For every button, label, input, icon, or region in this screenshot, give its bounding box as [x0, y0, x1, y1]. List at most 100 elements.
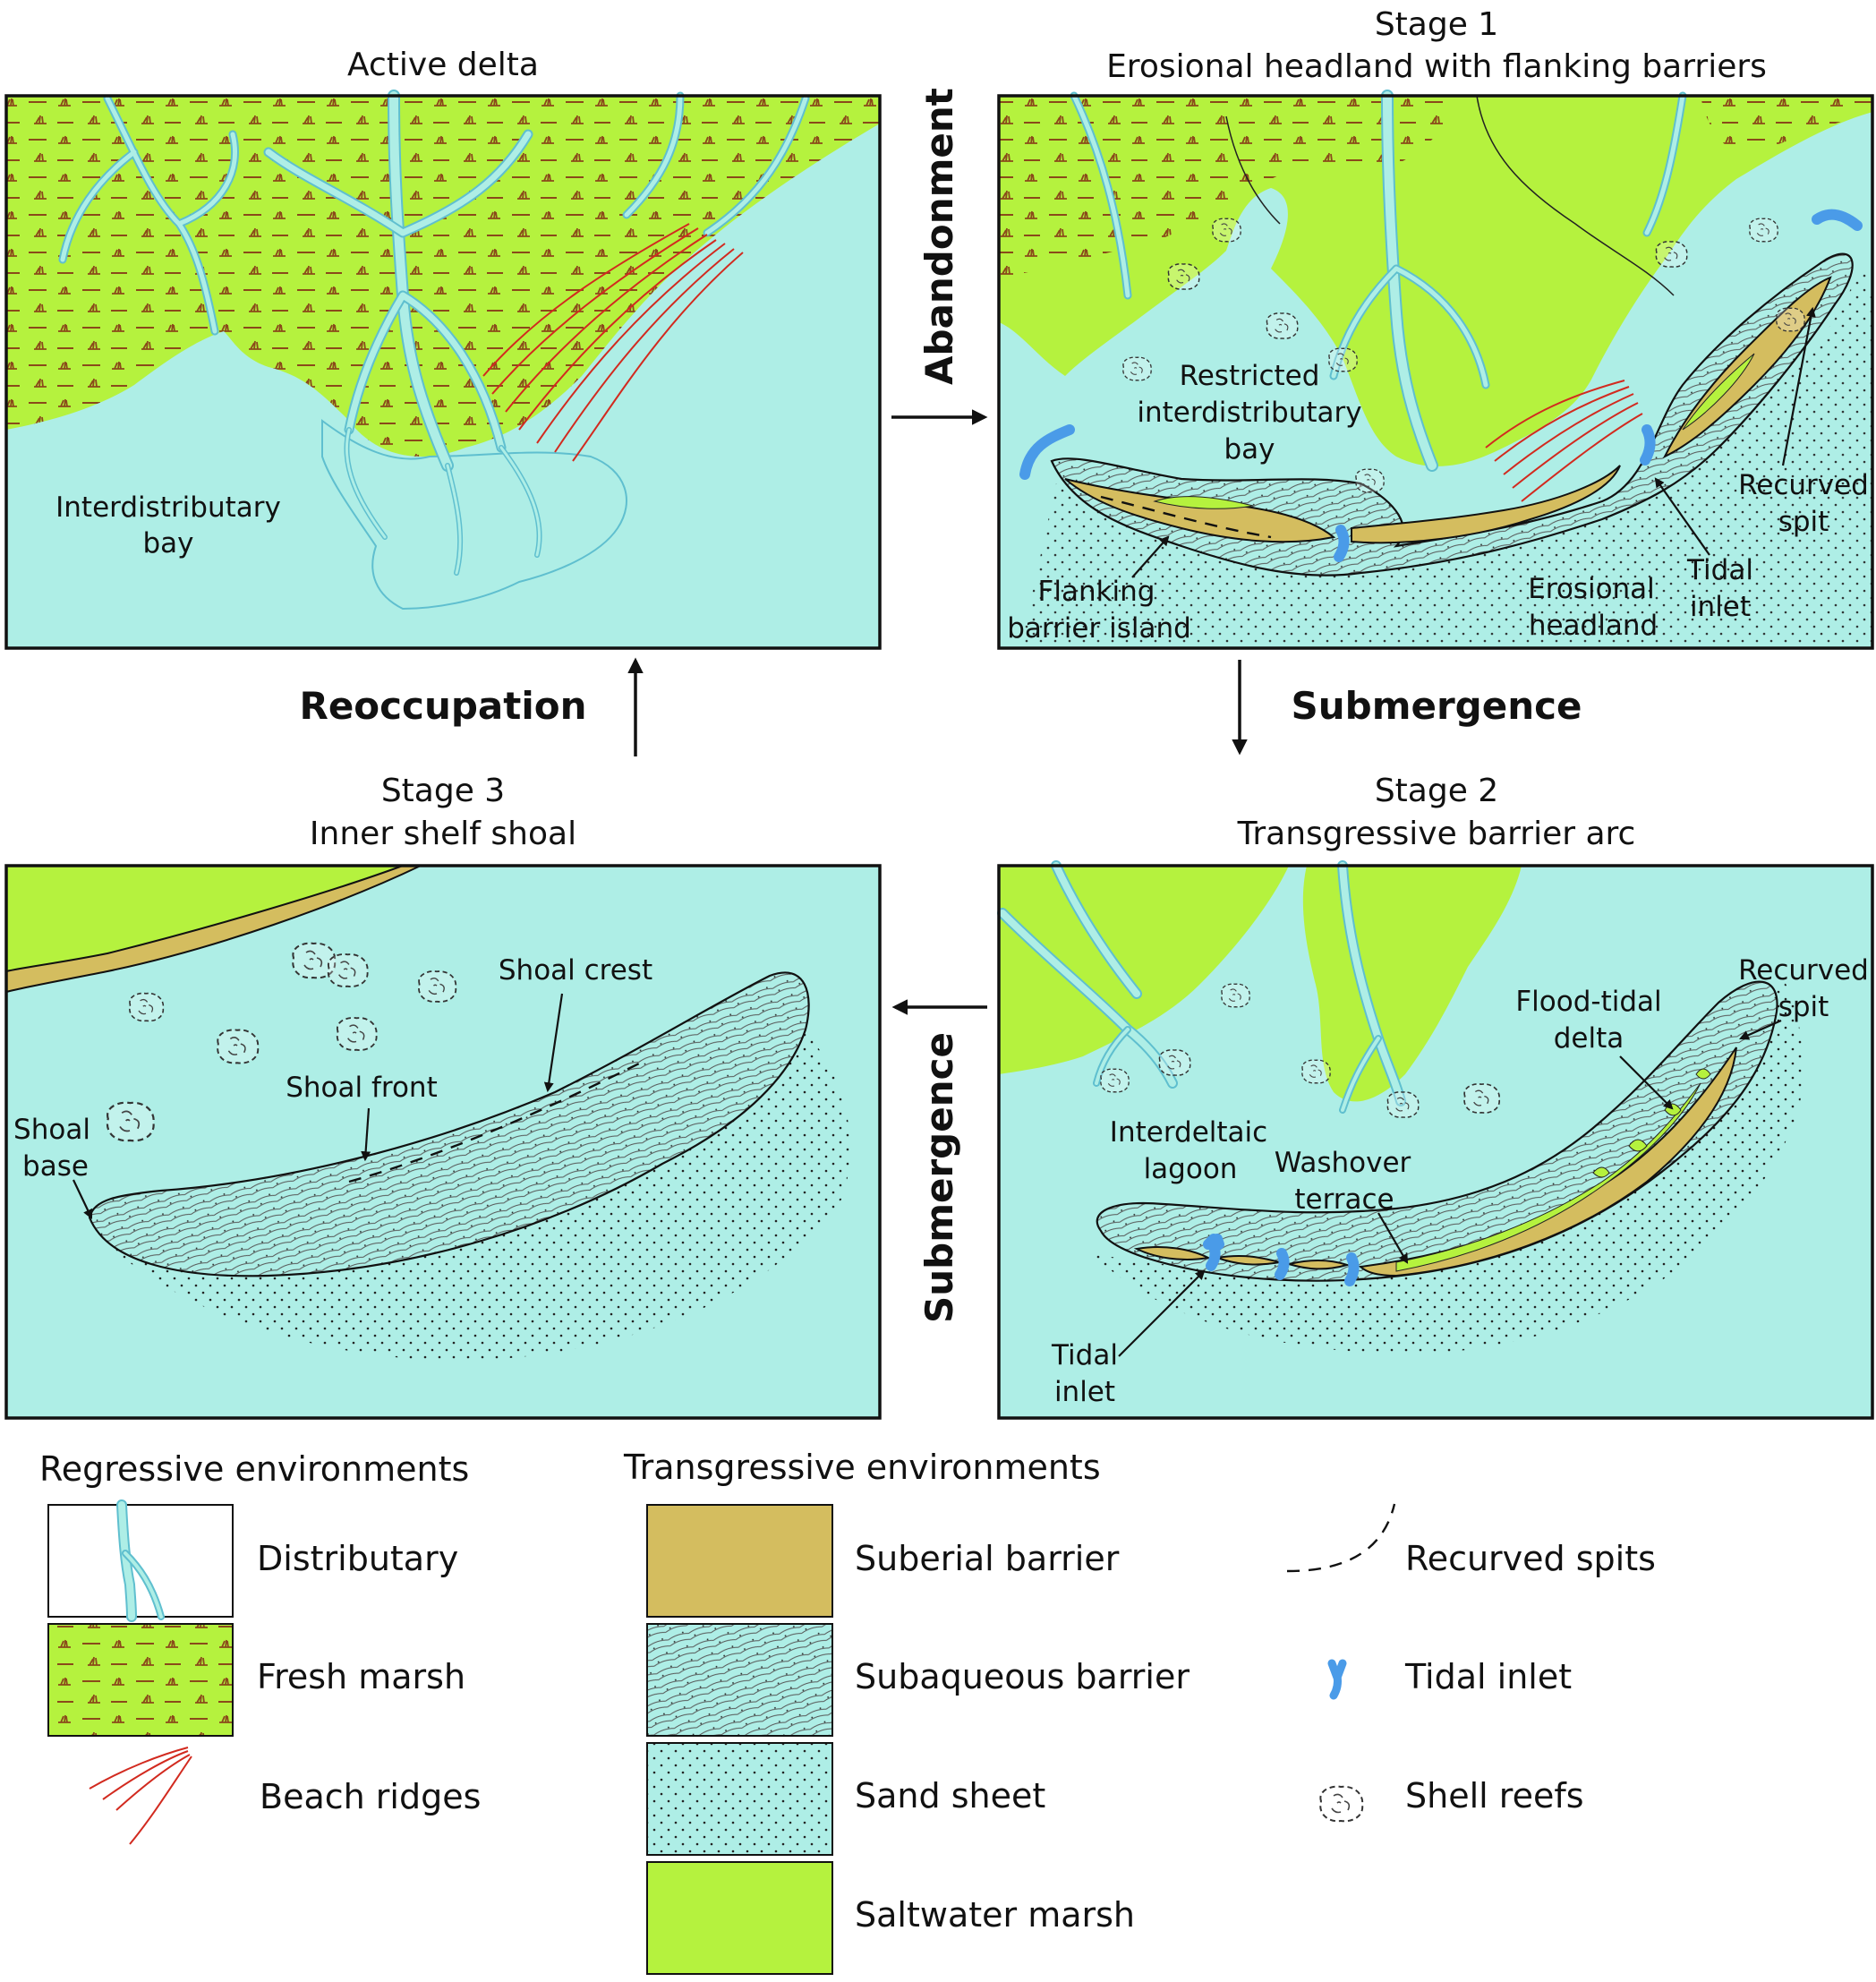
- shell-reef-icon: [417, 970, 457, 1004]
- label-washover-2: terrace: [1294, 1183, 1394, 1216]
- label-interdistributary-bay-2: bay: [142, 527, 193, 560]
- stage3-coast-marsh: [6, 866, 403, 971]
- legend-label-sand-sheet: Sand sheet: [855, 1776, 1045, 1815]
- legend-label-tidal-inlet: Tidal inlet: [1404, 1657, 1572, 1696]
- stage1-channels: [1070, 90, 1687, 472]
- label-headland-1: Erosional: [1528, 573, 1655, 605]
- title-stage2-line2: Transgressive barrier arc: [1237, 816, 1636, 852]
- distributary-channels: [58, 90, 810, 576]
- label-stage1-recurved-1: Recurved: [1738, 469, 1869, 501]
- legend-item-distributary: Distributary: [47, 1499, 458, 1622]
- legend-item-saltwater-marsh: Saltwater marsh: [646, 1861, 1135, 1975]
- legend-label-shell-reefs: Shell reefs: [1405, 1776, 1584, 1815]
- label-headland-2: headland: [1529, 610, 1658, 642]
- label-interdistributary-bay-1: Interdistributary: [55, 491, 281, 524]
- label-submergence-left: Submergence: [917, 1032, 961, 1323]
- legend-item-sand-sheet: Sand sheet: [646, 1742, 1045, 1856]
- label-shoal-base-1: Shoal: [13, 1114, 90, 1146]
- tidal-inlet-icon: [1812, 209, 1863, 231]
- panel-stage-3: Stage 3 Inner shelf shoal Shoal crest Sh…: [4, 773, 882, 1420]
- transition-submergence-left: Submergence: [891, 999, 987, 1323]
- stage1-beach-ridges: [1485, 380, 1643, 502]
- label-lagoon-2: lagoon: [1144, 1153, 1238, 1185]
- tidal-inlet-icon: [1275, 1248, 1290, 1280]
- legend-label-recurved-spits: Recurved spits: [1405, 1539, 1656, 1578]
- legend-label-subaerial-barrier: Suberial barrier: [855, 1539, 1120, 1578]
- legend-item-subaqueous-barrier: Subaqueous barrier: [646, 1623, 1190, 1737]
- panel-border-active-delta: [4, 94, 882, 650]
- shell-reef-icon: [1167, 263, 1200, 290]
- title-stage2-line1: Stage 2: [1375, 773, 1498, 809]
- label-submergence-right: Submergence: [1291, 684, 1582, 728]
- beach-ridges: [482, 223, 744, 462]
- stage2-inlets: [1203, 1234, 1360, 1286]
- shell-reef-icon: [1776, 307, 1805, 332]
- legend-item-recurved-spits: Recurved spits: [1286, 1503, 1656, 1578]
- label-stage1-recurved-2: spit: [1778, 506, 1829, 538]
- transition-reoccupation: Reoccupation: [299, 657, 644, 756]
- tidal-inlet-icon: [1327, 1659, 1347, 1700]
- shell-reef-icon: [1221, 983, 1250, 1008]
- shell-reef-icon: [1158, 1049, 1191, 1076]
- legend-item-beach-ridges: Beach ridges: [89, 1747, 481, 1845]
- label-flanking-1: Flanking: [1038, 576, 1155, 608]
- title-active-delta: Active delta: [347, 47, 539, 83]
- panel-border-stage2: [997, 864, 1874, 1420]
- label-reoccupation: Reoccupation: [299, 684, 586, 728]
- tidal-inlet-icon: [1019, 424, 1075, 480]
- legend-label-saltwater-marsh: Saltwater marsh: [855, 1895, 1135, 1935]
- tidal-inlet-icon: [1344, 1252, 1360, 1286]
- tidal-inlet-icon: [1203, 1234, 1224, 1271]
- label-shoal-crest: Shoal crest: [499, 954, 652, 987]
- shell-reef-icon: [1318, 1785, 1364, 1823]
- shell-reef-icon: [128, 992, 165, 1022]
- shell-reef-icon: [1463, 1082, 1501, 1114]
- stage1-leader-lines: [1131, 306, 1816, 578]
- label-stage2-recurved-2: spit: [1778, 991, 1829, 1023]
- stage1-fresh-marsh: [999, 96, 1872, 278]
- legend-regressive-title: Regressive environments: [39, 1449, 469, 1489]
- label-stage2-recurved-1: Recurved: [1738, 954, 1869, 987]
- shell-reef-icon: [1301, 1059, 1331, 1084]
- stage2-sand-sheet: [1092, 976, 1803, 1354]
- stage2-channels: [997, 860, 1406, 1114]
- label-lagoon-1: Interdeltaic: [1110, 1116, 1267, 1149]
- shell-reef-icon: [1655, 241, 1688, 268]
- label-stage2-tidal-2: inlet: [1054, 1376, 1115, 1408]
- shell-reef-icon: [1749, 218, 1778, 243]
- title-stage1-line1: Stage 1: [1375, 6, 1498, 43]
- label-flood-tidal-1: Flood-tidal: [1515, 986, 1661, 1018]
- panel-stage-1: Stage 1 Erosional headland with flanking…: [997, 6, 1874, 650]
- stage2-saltwater-marsh: [999, 866, 1522, 1102]
- legend-label-subaqueous-barrier: Subaqueous barrier: [855, 1657, 1190, 1696]
- legend-label-fresh-marsh: Fresh marsh: [257, 1657, 465, 1696]
- legend-item-shell-reefs: Shell reefs: [1318, 1776, 1584, 1823]
- label-restricted-2: interdistributary: [1137, 397, 1361, 429]
- label-restricted-1: Restricted: [1180, 360, 1320, 392]
- label-stage1-tidal-2: inlet: [1690, 591, 1751, 623]
- legend: Regressive environments Transgressive en…: [39, 1448, 1656, 1975]
- stage3-shoal-crest-line: [348, 1059, 645, 1183]
- shell-reef-icon: [1212, 218, 1241, 243]
- title-stage1-line2: Erosional headland with flanking barrier…: [1106, 48, 1767, 85]
- stage1-recurved-spit-line: [1100, 495, 1272, 539]
- stage2-subaerial-barrier: [1133, 1047, 1737, 1277]
- panel-border-stage1: [997, 94, 1874, 650]
- label-washover-1: Washover: [1275, 1147, 1411, 1179]
- title-stage3-line1: Stage 3: [381, 773, 505, 809]
- panel-border-stage3: [4, 864, 882, 1420]
- stage1-inlets: [1019, 209, 1863, 562]
- shell-reef-icon: [1355, 468, 1385, 493]
- shell-reef-icon: [327, 953, 369, 987]
- tidal-inlet-icon: [1640, 424, 1656, 466]
- label-shoal-front: Shoal front: [286, 1072, 438, 1104]
- legend-label-distributary: Distributary: [257, 1539, 458, 1578]
- transition-abandonment: Abandonment: [891, 88, 988, 425]
- label-shoal-base-2: base: [22, 1150, 89, 1183]
- shell-reef-icon: [1266, 312, 1299, 339]
- legend-item-fresh-marsh: Fresh marsh: [47, 1623, 465, 1737]
- tidal-inlet-icon: [1334, 525, 1350, 562]
- shell-reef-icon: [1328, 347, 1358, 372]
- label-stage2-tidal-1: Tidal: [1051, 1339, 1118, 1371]
